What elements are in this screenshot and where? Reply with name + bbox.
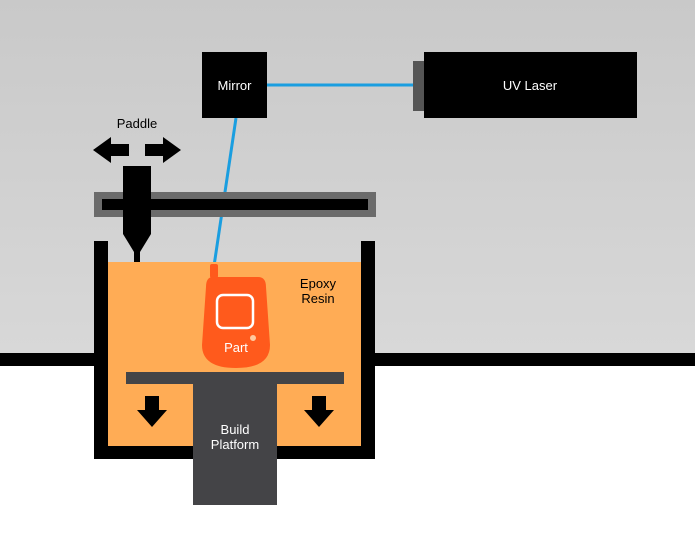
part-button — [250, 335, 256, 341]
paddle-right-arrow-icon — [145, 137, 181, 163]
uv-laser-unit: UV Laser — [413, 52, 637, 118]
paddle-left-arrow-icon — [93, 137, 129, 163]
build-label-line2: Platform — [211, 437, 259, 452]
paddle-rail-track — [102, 199, 368, 210]
epoxy-label-line1: Epoxy — [300, 276, 337, 291]
build-platform-column — [193, 384, 277, 505]
printed-part: Part — [202, 264, 270, 368]
down-arrow-right-icon — [304, 396, 334, 427]
build-label-line1: Build — [221, 422, 250, 437]
paddle-label: Paddle — [117, 116, 157, 131]
down-arrow-left-icon — [137, 396, 167, 427]
mirror-box: Mirror — [202, 52, 267, 118]
part-screen — [215, 293, 255, 330]
mirror-label: Mirror — [218, 78, 253, 93]
uv-laser-nozzle — [413, 61, 425, 111]
part-antenna — [210, 264, 218, 278]
epoxy-label-line2: Resin — [301, 291, 334, 306]
build-platform-plate — [126, 372, 344, 384]
uv-laser-label: UV Laser — [503, 78, 558, 93]
part-label: Part — [224, 340, 248, 355]
paddle-blade — [123, 166, 151, 262]
